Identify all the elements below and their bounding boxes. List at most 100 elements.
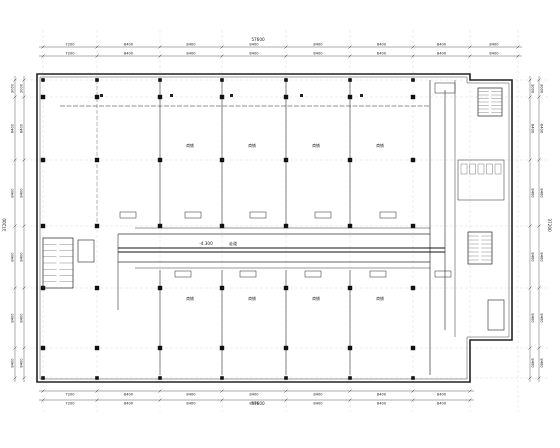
- column: [219, 345, 225, 351]
- dim-left-inner-label: 8400: [20, 358, 24, 368]
- dim-bottom-outer-label: 8400: [313, 402, 323, 406]
- dim-top-inner-tick: [516, 54, 520, 58]
- dim-top-outer-label: 8400: [313, 43, 323, 47]
- dim-right-outer-label: 8400: [540, 313, 544, 323]
- column: [157, 223, 163, 229]
- dim-right-outer-tick: [537, 78, 541, 82]
- dim-right-inner-tick: [528, 95, 532, 99]
- dim-bottom-outer-tick: [41, 398, 45, 402]
- fan-coil-unit: [184, 211, 202, 219]
- dim-top-inner-tick: [348, 54, 352, 58]
- room-label: 商铺: [248, 143, 256, 148]
- dim-left-inner-tick: [22, 78, 26, 82]
- dim-bottom-inner-label: 8400: [377, 393, 387, 397]
- column: [157, 157, 163, 163]
- dim-top-inner-tick: [220, 54, 224, 58]
- dim-top-inner-label: 8400: [313, 52, 323, 56]
- dimension-chains: 7200 8400 8400 8400 8400 8400 8400 8400 7200 8400…: [11, 43, 544, 406]
- dim-bottom-outer-tick: [95, 398, 99, 402]
- dim-top-outer-label: 8400: [437, 43, 447, 47]
- dim-top-outer-tick: [41, 45, 45, 49]
- dim-top-inner-label: 8400: [377, 52, 387, 56]
- dim-top-inner-label: 7200: [65, 52, 75, 56]
- fan-coil-unit: [119, 211, 137, 219]
- column: [410, 223, 416, 229]
- dim-top-inner-label: 8400: [437, 52, 447, 56]
- dim-bottom-inner-label: 8400: [186, 393, 196, 397]
- column: [219, 94, 225, 100]
- dim-right-inner-label: 8400: [531, 313, 535, 323]
- dim-right-outer-tick: [537, 346, 541, 350]
- equipment-room: [434, 82, 456, 94]
- dim-bottom-inner-label: 8400: [313, 393, 323, 397]
- dim-left-inner-tick: [22, 158, 26, 162]
- dim-left-outer-label: 8400: [11, 123, 15, 133]
- dim-right-inner-label: 8400: [531, 124, 535, 134]
- dim-left-inner-tick: [22, 286, 26, 290]
- perimeter-column: [348, 78, 352, 82]
- column: [283, 94, 289, 100]
- column: [219, 157, 225, 163]
- toilet-stall: [460, 163, 468, 175]
- perimeter-column: [95, 376, 99, 380]
- dim-top-inner-tick: [468, 54, 472, 58]
- fan-coil-unit: [304, 270, 322, 278]
- dim-left-inner-label: 3000: [20, 83, 24, 93]
- column: [157, 94, 163, 100]
- column: [219, 223, 225, 229]
- column: [94, 345, 100, 351]
- column: [40, 157, 46, 163]
- dim-bottom-outer-label: 8400: [377, 402, 387, 406]
- dim-bottom-outer-tick: [468, 398, 472, 402]
- dim-top-inner-tick: [41, 54, 45, 58]
- elevator-east: [487, 299, 505, 331]
- toilet-block: [457, 159, 505, 201]
- fan-coil-unit: [314, 211, 332, 219]
- perimeter-column: [95, 78, 99, 82]
- perimeter-column: [411, 78, 415, 82]
- fan-coil-unit: [379, 211, 397, 219]
- dim-top-outer-label: 8400: [124, 43, 134, 47]
- dim-top-inner-label: 8400: [124, 52, 134, 56]
- column: [347, 223, 353, 229]
- column: [94, 94, 100, 100]
- diffuser: [100, 94, 103, 97]
- column: [94, 157, 100, 163]
- room-label: 商铺: [376, 296, 384, 301]
- column: [157, 285, 163, 291]
- dim-bottom-outer-tick: [158, 398, 162, 402]
- stair-and-service-cores: [42, 82, 505, 331]
- dim-bottom-inner-label: 8400: [437, 393, 447, 397]
- dim-top-outer-label: 7200: [65, 43, 75, 47]
- diffuser: [300, 94, 303, 97]
- dim-bottom-outer-tick: [220, 398, 224, 402]
- perimeter-column: [220, 376, 224, 380]
- dim-bottom-outer-tick: [411, 398, 415, 402]
- inner-wall: [39, 76, 510, 380]
- perimeter-column: [158, 78, 162, 82]
- dim-right-outer-label: 8400: [540, 124, 544, 134]
- dim-bottom-inner-tick: [95, 389, 99, 393]
- duct-runs: [60, 90, 452, 330]
- dim-bottom-inner-label: 7200: [65, 393, 75, 397]
- dim-bottom-inner-label: 8400: [124, 393, 134, 397]
- toilet-stall: [469, 163, 476, 175]
- dim-top-outer-tick: [468, 45, 472, 49]
- dim-bottom-outer-label: 8400: [249, 402, 259, 406]
- dim-right-outer-label: 8400: [540, 188, 544, 198]
- column: [347, 345, 353, 351]
- perimeter-column: [348, 376, 352, 380]
- dim-top-outer-tick: [220, 45, 224, 49]
- floor-level-label: -4.300: [199, 241, 213, 246]
- dim-left-outer-tick: [13, 78, 17, 82]
- column: [40, 223, 46, 229]
- column: [347, 285, 353, 291]
- dim-left-outer-label: 3000: [11, 83, 15, 93]
- dim-right-inner-label: 8400: [531, 188, 535, 198]
- dim-right-outer-tick: [537, 95, 541, 99]
- dim-top-outer-tick: [348, 45, 352, 49]
- perimeter-column: [284, 78, 288, 82]
- dim-right-outer-tick: [537, 286, 541, 290]
- room-label: 商铺: [248, 296, 256, 301]
